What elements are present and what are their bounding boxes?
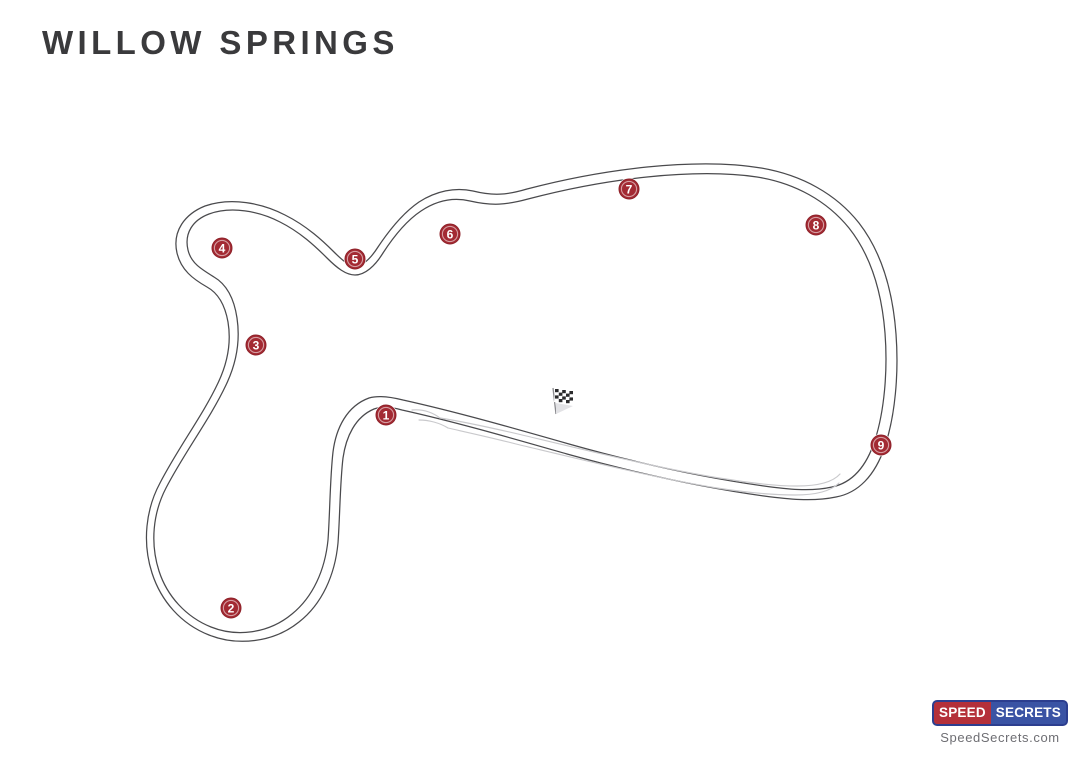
pit-lane-inner <box>447 427 840 496</box>
flag-shadow <box>556 403 573 414</box>
pit-lane-entry <box>411 409 441 419</box>
turn-marker-6[interactable]: 6 <box>438 222 462 246</box>
turn-marker-4[interactable]: 4 <box>210 236 234 260</box>
track-inner-edge <box>145 163 898 642</box>
turn-marker-5[interactable]: 5 <box>343 247 367 271</box>
turn-marker-2[interactable]: 2 <box>219 596 243 620</box>
brand-logo[interactable]: SPEED SECRETS SpeedSecrets.com <box>932 700 1068 744</box>
logo-word-secrets: SECRETS <box>990 702 1066 724</box>
logo-word-speed: SPEED <box>934 702 991 724</box>
turn-marker-ring <box>807 216 825 234</box>
logo-website-url[interactable]: SpeedSecrets.com <box>940 730 1060 745</box>
turn-marker-label: 6 <box>447 228 454 242</box>
checkered-flag-icon <box>555 389 573 404</box>
turn-marker-ring <box>222 599 240 617</box>
turn-marker-ring <box>872 436 890 454</box>
turn-marker-label: 5 <box>352 253 359 267</box>
turn-marker-label: 4 <box>219 242 226 256</box>
turn-marker-label: 8 <box>813 219 820 233</box>
turn-marker-label: 2 <box>228 602 235 616</box>
turn-marker-ring <box>247 336 265 354</box>
turn-marker-ring <box>620 180 638 198</box>
turn-marker-ring <box>441 225 459 243</box>
turn-marker-ring <box>213 239 231 257</box>
start-finish-flag <box>552 387 574 415</box>
turn-marker-9[interactable]: 9 <box>869 433 893 457</box>
turn-marker-label: 1 <box>383 409 390 423</box>
turn-marker-1[interactable]: 1 <box>374 403 398 427</box>
turn-marker-ring <box>377 406 395 424</box>
turn-marker-group: 1 2 3 4 5 6 7 8 9 <box>210 177 893 620</box>
turn-marker-label: 9 <box>878 439 885 453</box>
turn-marker-label: 3 <box>253 339 260 353</box>
page-title: WILLOW SPRINGS <box>42 24 399 61</box>
speed-secrets-logo-plate[interactable]: SPEED SECRETS <box>932 700 1068 726</box>
track-outer-edge <box>153 172 887 634</box>
turn-marker-3[interactable]: 3 <box>244 333 268 357</box>
pit-lane-entry-2 <box>418 419 449 429</box>
turn-marker-7[interactable]: 7 <box>617 177 641 201</box>
turn-marker-ring <box>346 250 364 268</box>
turn-marker-8[interactable]: 8 <box>804 213 828 237</box>
turn-marker-label: 7 <box>626 183 633 197</box>
pit-lane-outer <box>439 417 841 487</box>
